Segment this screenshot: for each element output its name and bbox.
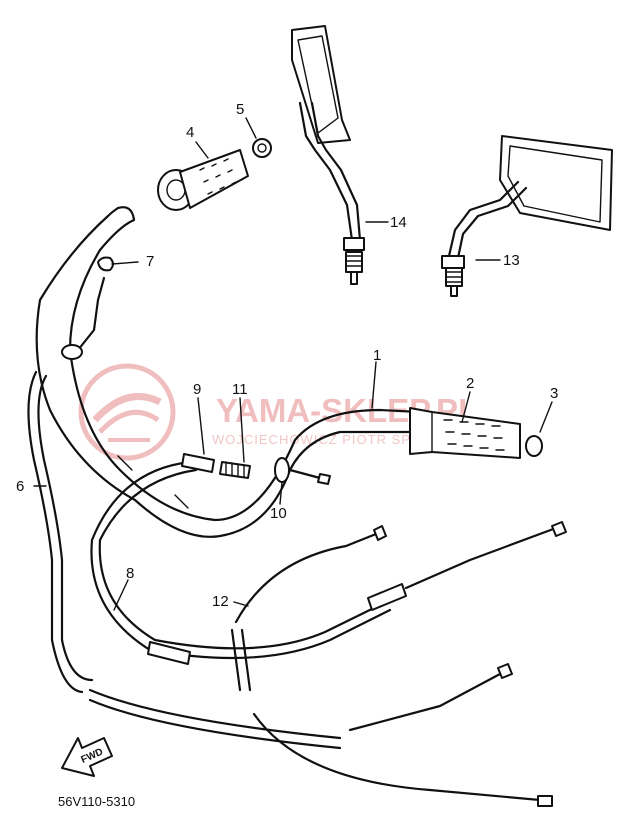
left-mirror (291, 25, 365, 285)
callout-1: 1 (373, 347, 381, 364)
left-grip (157, 138, 272, 211)
callout-3: 3 (550, 385, 558, 402)
right-grip (409, 407, 543, 459)
callout-10: 10 (270, 505, 287, 522)
callout-7: 7 (146, 253, 154, 270)
right-mirror (441, 135, 613, 297)
fwd-arrow-icon: FWD (61, 737, 113, 777)
callout-5: 5 (236, 101, 244, 118)
callout-2: 2 (466, 375, 474, 392)
callout-12: 12 (212, 593, 229, 610)
callout-4: 4 (186, 124, 194, 141)
callout-8: 8 (126, 565, 134, 582)
handlebar (35, 206, 422, 538)
throttle-cables (90, 460, 567, 665)
callout-13: 13 (503, 252, 520, 269)
leader-lines (33, 117, 553, 611)
callout-9: 9 (193, 381, 201, 398)
callout-6: 6 (16, 478, 24, 495)
callout-14: 14 (390, 214, 407, 231)
part-code: 56V110-5310 (58, 794, 135, 809)
callout-11: 11 (232, 381, 248, 398)
watermark-logo (78, 363, 176, 461)
cable-adjusters (181, 453, 331, 485)
callouts: 1 2 3 4 5 6 7 8 9 10 11 12 13 14 (16, 101, 558, 610)
cable-6 (27, 370, 94, 694)
cable-12 (88, 628, 553, 807)
